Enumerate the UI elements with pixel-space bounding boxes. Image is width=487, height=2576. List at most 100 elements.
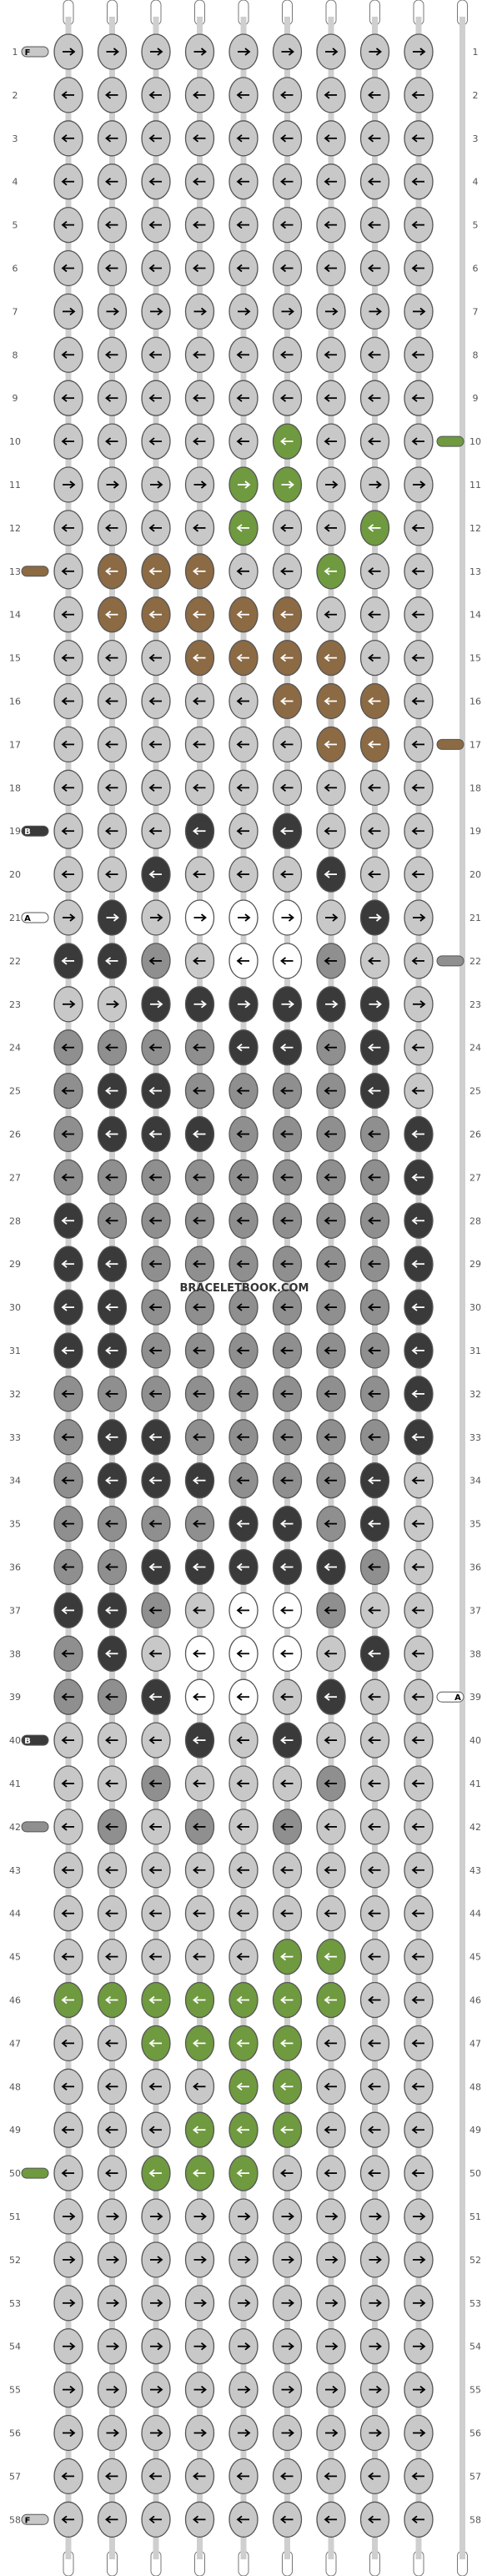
arrow-left-icon [105, 1303, 112, 1311]
knot [228, 943, 259, 979]
knot [53, 2501, 83, 2538]
knot [316, 2198, 346, 2235]
row-number-right: 52 [469, 2255, 481, 2266]
knot [184, 336, 215, 373]
knot [404, 1765, 434, 1802]
knot [272, 1981, 303, 2019]
knot [53, 553, 83, 590]
arrow-left-icon [61, 740, 68, 749]
knot [316, 293, 346, 330]
row-number-right: 20 [469, 869, 481, 880]
strand-tag-left [21, 566, 49, 577]
row-number-left: 57 [9, 2471, 21, 2482]
arrow-left-icon [280, 2082, 287, 2091]
knot [404, 2025, 434, 2062]
arrow-left-icon [324, 1519, 330, 1528]
row-number-left: 40 [9, 1735, 21, 1746]
arrow-left-icon [148, 870, 155, 878]
knot [97, 423, 128, 460]
row-number-right: 2 [473, 90, 479, 101]
knot [228, 1505, 259, 1542]
arrow-left-icon [411, 220, 418, 229]
arrow-left-icon [236, 2515, 243, 2524]
arrow-left-icon [324, 394, 330, 402]
row-number-left: 26 [9, 1130, 21, 1140]
arrow-left-icon [280, 1995, 287, 2005]
arrow-left-icon [105, 870, 112, 878]
arrow-left-icon [236, 740, 243, 749]
arrow-left-icon [193, 2126, 199, 2134]
knot [228, 596, 259, 633]
arrow-right-icon [375, 2385, 382, 2394]
knot [316, 2155, 346, 2191]
strand-tag-left [21, 2167, 49, 2179]
arrow-left-icon [193, 697, 199, 706]
knot [97, 1635, 128, 1672]
knot [97, 1765, 128, 1802]
knot [404, 1505, 434, 1542]
knot [97, 1289, 128, 1326]
knot [53, 1289, 83, 1326]
arrow-left-icon [193, 2515, 199, 2524]
row-number-right: 33 [469, 1432, 481, 1443]
arrow-left-icon [61, 2472, 68, 2481]
knot [272, 1505, 303, 1542]
strand-tag-swatch [436, 435, 464, 447]
row-number-right: 24 [469, 1043, 481, 1054]
arrow-left-icon [324, 220, 330, 229]
knot [228, 726, 259, 763]
arrow-left-icon [236, 1346, 243, 1355]
row-number-left: 24 [9, 1043, 21, 1054]
arrow-left-icon [368, 740, 374, 749]
knot [184, 77, 215, 113]
knot [228, 986, 259, 1023]
knot [97, 1419, 128, 1456]
arrow-left-icon [280, 827, 287, 835]
knot [53, 336, 83, 373]
arrow-left-icon [193, 827, 199, 835]
arrow-left-icon [324, 2039, 330, 2048]
arrow-left-icon [61, 91, 68, 99]
knot [359, 1635, 390, 1672]
row-number-left: 45 [9, 1952, 21, 1963]
arrow-left-icon [193, 1779, 199, 1788]
arrow-left-icon [148, 1476, 155, 1485]
knot [141, 899, 171, 936]
arrow-left-icon [324, 957, 330, 965]
arrow-right-icon [200, 2385, 207, 2394]
knot [53, 120, 83, 157]
arrow-left-icon [193, 1866, 199, 1874]
row-number-left: 32 [9, 1389, 21, 1400]
arrow-left-icon [148, 1779, 155, 1788]
knot [316, 1159, 346, 1196]
arrow-left-icon [280, 610, 287, 619]
knot [359, 2198, 390, 2235]
arrow-left-icon [324, 264, 330, 273]
knot [141, 1376, 171, 1412]
knot [359, 813, 390, 849]
arrow-left-icon [61, 1086, 68, 1095]
arrow-left-icon [411, 2082, 418, 2091]
knot [184, 2111, 215, 2148]
arrow-left-icon [193, 177, 199, 186]
arrow-left-icon [368, 1562, 374, 1572]
arrow-left-icon [280, 2515, 287, 2524]
knot [228, 380, 259, 416]
knot [316, 1852, 346, 1889]
knot [359, 943, 390, 979]
arrow-left-icon [105, 1476, 112, 1485]
row-number-right: 3 [473, 133, 479, 144]
knot [404, 1722, 434, 1758]
knot [359, 249, 390, 287]
arrow-right-icon [113, 2256, 119, 2264]
arrow-left-icon [411, 1476, 418, 1485]
knot [404, 1548, 434, 1586]
arrow-left-icon [411, 1649, 418, 1658]
knot [53, 1678, 83, 1715]
knot [184, 899, 215, 936]
knot [53, 596, 83, 633]
arrow-left-icon [368, 1693, 374, 1701]
arrow-left-icon [105, 524, 112, 532]
arrow-left-icon [193, 1390, 199, 1398]
arrow-right-icon [419, 2256, 426, 2264]
